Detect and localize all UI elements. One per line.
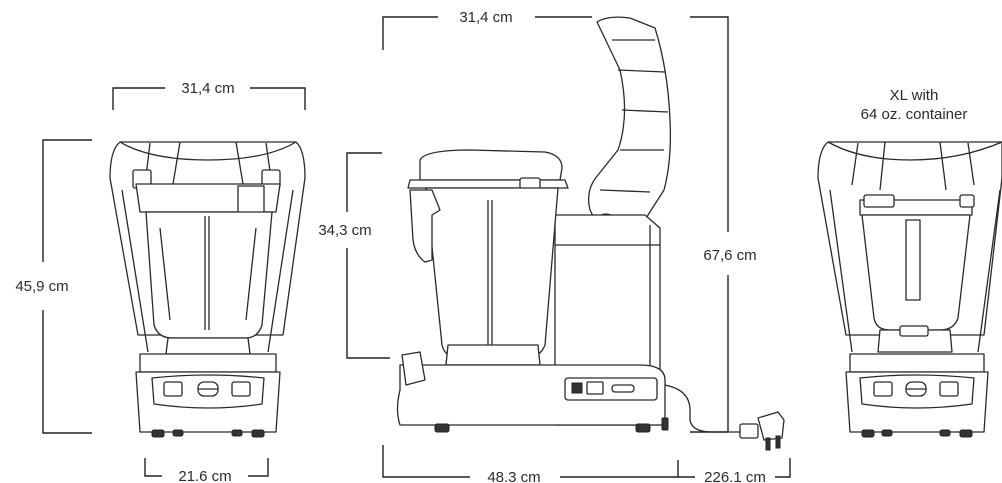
side-width-dimension: 31,4 cm <box>382 9 592 50</box>
side-total-height-label: 67,6 cm <box>703 247 756 264</box>
xl-front-view-blender <box>817 141 1002 438</box>
side-container-height-dimension: 34,3 cm <box>318 152 390 359</box>
cord-length-label: 226.1 cm <box>704 469 766 483</box>
side-total-height-dimension: 67,6 cm <box>690 16 757 433</box>
side-container-height-label: 34,3 cm <box>318 222 371 239</box>
front-base-width-dimension: 21.6 cm <box>144 458 269 483</box>
side-depth-dimension: 48.3 cm <box>382 445 679 483</box>
side-depth-label: 48.3 cm <box>487 469 540 483</box>
front-width-label: 31,4 cm <box>181 80 234 97</box>
front-width-dimension: 31,4 cm <box>112 80 306 110</box>
side-view-blender <box>396 16 785 451</box>
cord-length-dimension: 226.1 cm <box>678 458 791 483</box>
front-height-dimension: 45,9 cm <box>15 139 92 434</box>
front-view-blender <box>109 141 306 438</box>
xl-note-line1: XL with <box>890 87 939 104</box>
front-base-width-label: 21.6 cm <box>178 468 231 483</box>
front-height-label: 45,9 cm <box>15 278 68 295</box>
xl-note-line2: 64 oz. container <box>861 106 968 123</box>
side-width-label: 31,4 cm <box>459 9 512 26</box>
